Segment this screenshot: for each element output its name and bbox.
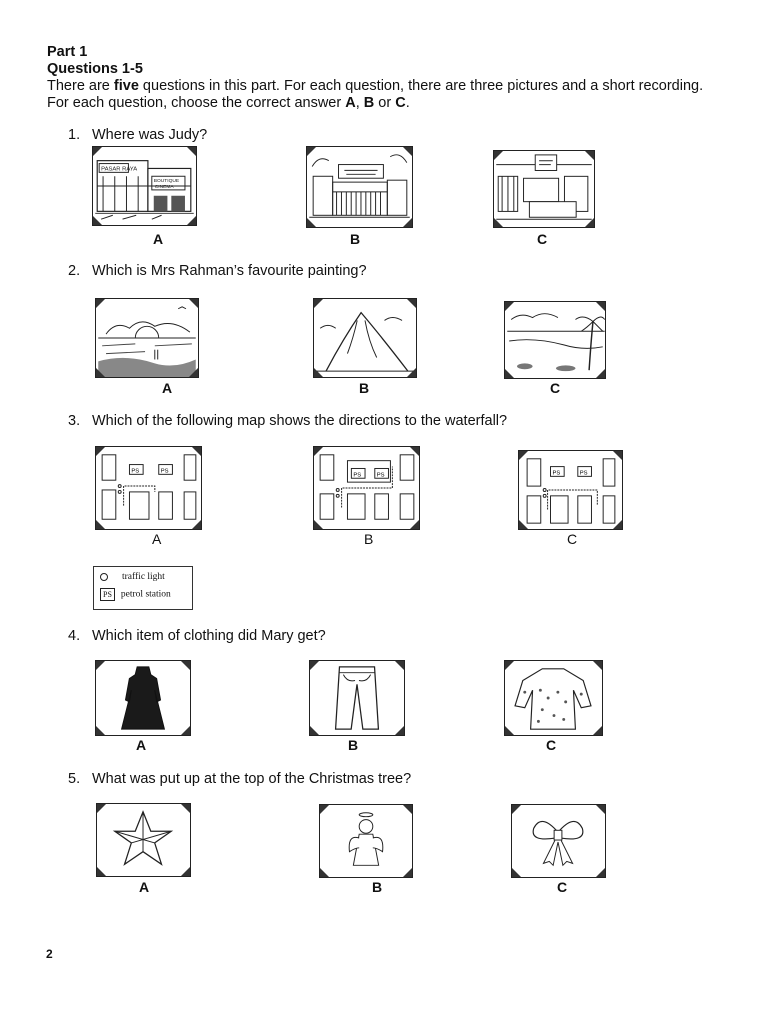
dress-sketch (120, 666, 166, 730)
angel-sketch (348, 812, 384, 866)
question-number: 5. (68, 771, 81, 787)
option-label-b: B (348, 737, 359, 753)
option-2c-beach-painting[interactable] (504, 301, 606, 379)
store-sign-text: CINEMA (155, 184, 175, 190)
supermarket-sketch: PASAR RAYA BOUTIQUE CINEMA (95, 160, 194, 220)
street-map-sketch: PS PS (526, 458, 616, 524)
intro-option-c: C (395, 95, 406, 111)
option-5a-star-picture[interactable] (96, 803, 191, 877)
petrol-station-mark: PS (353, 472, 361, 478)
trousers-sketch (334, 666, 380, 730)
option-label-a: A (152, 531, 162, 547)
option-label-b: B (372, 879, 383, 895)
part-title: Part 1 (47, 44, 88, 60)
intro-text: There are five questions in this part. F… (47, 78, 727, 112)
option-4c-blouse-picture[interactable] (504, 660, 603, 736)
questions-range: Questions 1-5 (47, 61, 143, 77)
intro-option-a: A (345, 95, 356, 111)
option-4a-dress-picture[interactable] (95, 660, 191, 736)
instructions-header: Part 1 Questions 1-5 There are five ques… (47, 44, 727, 112)
intro-option-b: B (363, 95, 375, 111)
option-label-c: C (550, 380, 561, 396)
option-label-b: B (350, 231, 361, 247)
traffic-light-icon (100, 572, 108, 581)
reception-counter-sketch (496, 154, 592, 220)
petrol-station-mark: PS (552, 470, 560, 476)
question-4: 4. Which item of clothing did Mary get? (68, 628, 326, 644)
question-text: What was put up at the top of the Christ… (92, 771, 412, 787)
option-2a-sunset-painting[interactable] (95, 298, 199, 378)
street-map-sketch: PS PS (319, 454, 415, 520)
page-number: 2 (46, 947, 53, 961)
intro-end: . (405, 95, 410, 111)
option-label-c: C (567, 531, 578, 547)
question-text: Which item of clothing did Mary get? (92, 628, 326, 644)
petrol-station-mark: PS (580, 470, 588, 476)
star-sketch (112, 810, 174, 866)
bow-sketch (532, 820, 584, 867)
option-label-a: A (136, 737, 147, 753)
question-number: 4. (68, 628, 81, 644)
option-label-c: C (537, 231, 548, 247)
store-sign-text: PASAR RAYA (101, 166, 137, 172)
blouse-sketch (514, 668, 592, 730)
intro-bold: five (113, 78, 139, 94)
question-3: 3. Which of the following map shows the d… (68, 413, 507, 429)
option-label-a: A (139, 879, 150, 895)
option-1c-reception-picture[interactable] (493, 150, 595, 228)
question-text: Which is Mrs Rahman’s favourite painting… (92, 263, 367, 279)
mountain-sketch (316, 311, 414, 372)
petrol-station-mark: PS (161, 468, 169, 474)
option-3c-map[interactable]: PS PS (518, 450, 623, 530)
intro-sep: , (355, 95, 364, 111)
intro-part: There are (47, 78, 114, 94)
sunset-sea-sketch (98, 306, 196, 377)
petrol-station-mark: PS (131, 468, 139, 474)
map-legend: traffic light PS petrol station (93, 566, 193, 610)
question-number: 3. (68, 413, 81, 429)
option-label-a: A (153, 231, 164, 247)
beach-palm-sketch (507, 313, 605, 372)
school-gate-sketch (309, 154, 410, 218)
option-5b-angel-picture[interactable] (319, 804, 413, 878)
option-label-b: B (359, 380, 370, 396)
legend-label: traffic light (122, 572, 165, 582)
intro-part: questions in this part. For each questio… (47, 78, 704, 111)
petrol-station-symbol: PS (100, 588, 115, 601)
option-4b-trousers-picture[interactable] (309, 660, 405, 736)
option-label-a: A (162, 380, 173, 396)
question-number: 1. (68, 127, 81, 143)
store-sign-text: BOUTIQUE (154, 178, 180, 184)
petrol-station-mark: PS (377, 472, 385, 478)
question-1: 1. Where was Judy? (68, 127, 207, 143)
option-3b-map[interactable]: PS PS (313, 446, 420, 530)
option-1b-school-picture[interactable] (306, 146, 413, 228)
question-2: 2. Which is Mrs Rahman’s favourite painti… (68, 263, 367, 279)
question-number: 2. (68, 263, 81, 279)
legend-label: petrol station (120, 589, 171, 600)
question-5: 5. What was put up at the top of the Chri… (68, 771, 411, 787)
option-label-c: C (546, 737, 557, 753)
option-2b-mountain-painting[interactable] (313, 298, 417, 378)
legend-row-petrol-station: PS petrol station (100, 588, 171, 601)
question-text: Where was Judy? (92, 127, 208, 143)
option-label-b: B (364, 531, 374, 547)
option-1a-supermarket-picture[interactable]: PASAR RAYA BOUTIQUE CINEMA (92, 146, 197, 226)
intro-sep: or (374, 95, 396, 111)
option-3a-map[interactable]: PS PS (95, 446, 202, 530)
street-map-sketch: PS PS (101, 454, 197, 520)
question-text: Which of the following map shows the dir… (92, 413, 508, 429)
option-label-c: C (557, 879, 568, 895)
legend-row-traffic-light: traffic light (100, 572, 165, 582)
option-5c-bow-picture[interactable] (511, 804, 606, 878)
